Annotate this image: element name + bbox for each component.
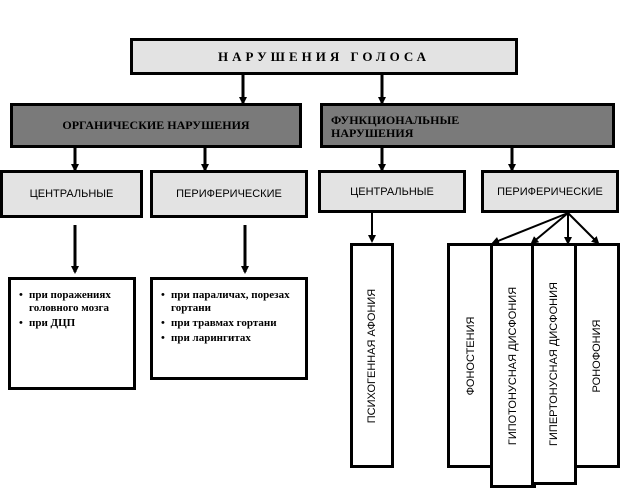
list-item: при параличах, порезах гортани	[161, 289, 299, 315]
organic-disorders-label: ОРГАНИЧЕСКИЕ НАРУШЕНИЯ	[62, 118, 250, 132]
phonasthenia-label: ФОНОСТЕНИЯ	[465, 316, 477, 395]
list-item: при ДЦП	[19, 317, 127, 330]
organic-peripheral-list-box: при параличах, порезах гортани при травм…	[150, 277, 308, 380]
organic-central-list: при поражениях головного мозга при ДЦП	[19, 289, 127, 330]
hypertonus-dysphonia-box: ГИПЕРТОНУСНАЯ ДИСФОНИЯ	[531, 243, 577, 485]
hypotonus-dysphonia-label: ГИПОТОНУСНАЯ ДИСФОНИЯ	[507, 286, 519, 445]
functional-peripheral-box: ПЕРИФЕРИЧЕСКИЕ	[481, 170, 619, 213]
organic-disorders-box: ОРГАНИЧЕСКИЕ НАРУШЕНИЯ	[10, 103, 302, 148]
list-item: при ларингитах	[161, 332, 299, 345]
organic-peripheral-label: ПЕРИФЕРИЧЕСКИЕ	[176, 188, 282, 200]
phonasthenia-box: ФОНОСТЕНИЯ	[447, 243, 495, 468]
psychogenic-aphonia-label: ПСИХОГЕННАЯ АФОНИЯ	[366, 288, 378, 423]
psychogenic-aphonia-box: ПСИХОГЕННАЯ АФОНИЯ	[350, 243, 394, 468]
arrow-to-phonasthenia	[491, 212, 569, 245]
functional-central-box: ЦЕНТРАЛЬНЫЕ	[318, 170, 466, 213]
list-item: при травмах гортани	[161, 317, 299, 330]
organic-central-list-box: при поражениях головного мозга при ДЦП	[8, 277, 136, 390]
arrow-to-hypotonus	[530, 212, 569, 245]
functional-peripheral-label: ПЕРИФЕРИЧЕСКИЕ	[497, 185, 603, 198]
rhinophonia-box: РОНОФОНИЯ	[574, 243, 620, 468]
functional-disorders-box: ФУНКЦИОНАЛЬНЫЕ НАРУШЕНИЯ	[320, 103, 615, 148]
title-box: НАРУШЕНИЯ ГОЛОСА	[130, 38, 518, 75]
rhinophonia-label: РОНОФОНИЯ	[591, 319, 603, 392]
organic-central-box: ЦЕНТРАЛЬНЫЕ	[0, 170, 143, 218]
organic-central-label: ЦЕНТРАЛЬНЫЕ	[29, 188, 114, 200]
functional-central-label: ЦЕНТРАЛЬНЫЕ	[350, 185, 434, 198]
hypotonus-dysphonia-box: ГИПОТОНУСНАЯ ДИСФОНИЯ	[490, 243, 536, 488]
functional-disorders-label: ФУНКЦИОНАЛЬНЫЕ НАРУШЕНИЯ	[331, 113, 460, 140]
hypertonus-dysphonia-label: ГИПЕРТОНУСНАЯ ДИСФОНИЯ	[548, 282, 560, 446]
title-text: НАРУШЕНИЯ ГОЛОСА	[218, 48, 430, 64]
organic-peripheral-list: при параличах, порезах гортани при травм…	[161, 289, 299, 345]
arrow-to-rhinophonia	[567, 212, 600, 245]
list-item: при поражениях головного мозга	[19, 289, 127, 315]
organic-peripheral-box: ПЕРИФЕРИЧЕСКИЕ	[150, 170, 308, 218]
